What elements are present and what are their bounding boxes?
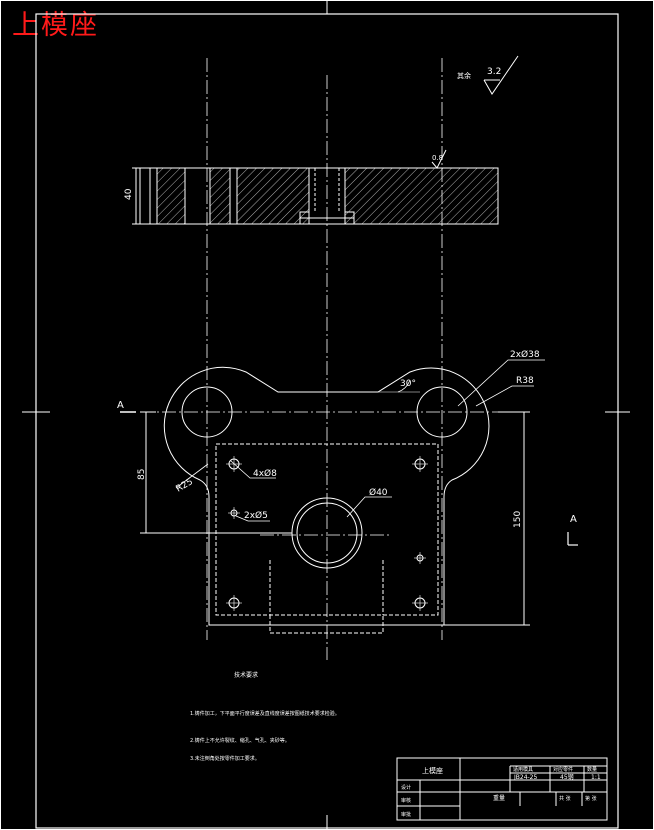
title-review: 审核 [401,797,411,804]
title-approve: 审批 [401,811,411,818]
title-block-text: 上模座 适用模具 对应零件 数量 JB24-25 45钢 1:1 设计 审核 审… [401,766,601,818]
callout-4-holes: 4xØ8 [253,468,277,479]
section-label-right: A [570,514,577,525]
section-label-left: A [117,400,124,411]
surface-finish-value: 3.2 [487,67,501,77]
surface-finish-note: 其余 [457,71,471,80]
front-view-labels: A A 2xØ38 R38 30° R25 4xØ8 2xØ5 Ø40 85 1… [117,349,577,528]
dim-height: 40 [124,188,134,200]
title-material: 45钢 [560,773,574,781]
title-weight: 重量 [493,794,505,802]
tech-requirements: 技术要求 1.铸件加工，下平面平行度误差及直线度误差按图纸技术要求检验。 2.铸… [190,671,340,762]
callout-guide-bores: 2xØ38 [510,349,540,360]
title-head-3: 数量 [587,766,597,773]
callout-boss-radius: R38 [516,376,534,386]
tech-heading: 技术要求 [234,671,258,679]
callout-angle: 30° [400,379,416,389]
roughness-mark: 0.8 [432,154,443,162]
callout-fillet-radius: R25 [175,477,195,495]
callout-center-bore: Ø40 [369,487,388,498]
stamp-title: 上模座 [12,10,99,41]
title-head-2: 对应零件 [553,766,573,773]
centerlines [140,58,520,660]
title-sheet-no: 第 张 [585,795,597,802]
dim-150: 150 [513,511,523,528]
surface-finish-symbol: 其余 3.2 [457,55,519,95]
callout-2-pin-holes: 2xØ5 [244,510,268,521]
tech-item-2: 2.铸件上不允许裂纹、缩孔、气孔、夹砂等。 [190,737,290,744]
top-section-view: 40 0.8 [124,149,499,225]
dim-85: 85 [137,469,147,480]
title-head-1: 适用模具 [513,766,533,773]
title-quantity: 1:1 [591,774,601,781]
left-guide-bore [181,386,233,438]
title-block [396,757,608,821]
title-part-name: 上模座 [422,766,443,775]
title-model: JB24-25 [513,774,538,781]
tech-item-1: 1.铸件加工，下平面平行度误差及直线度误差按图纸技术要求检验。 [190,710,340,717]
right-guide-bore [416,386,468,438]
tech-item-3: 3.未注倒角处按零件加工要求。 [190,755,260,762]
front-view [120,359,578,634]
title-sheets: 共 张 [559,795,571,802]
title-design: 设计 [401,784,411,791]
